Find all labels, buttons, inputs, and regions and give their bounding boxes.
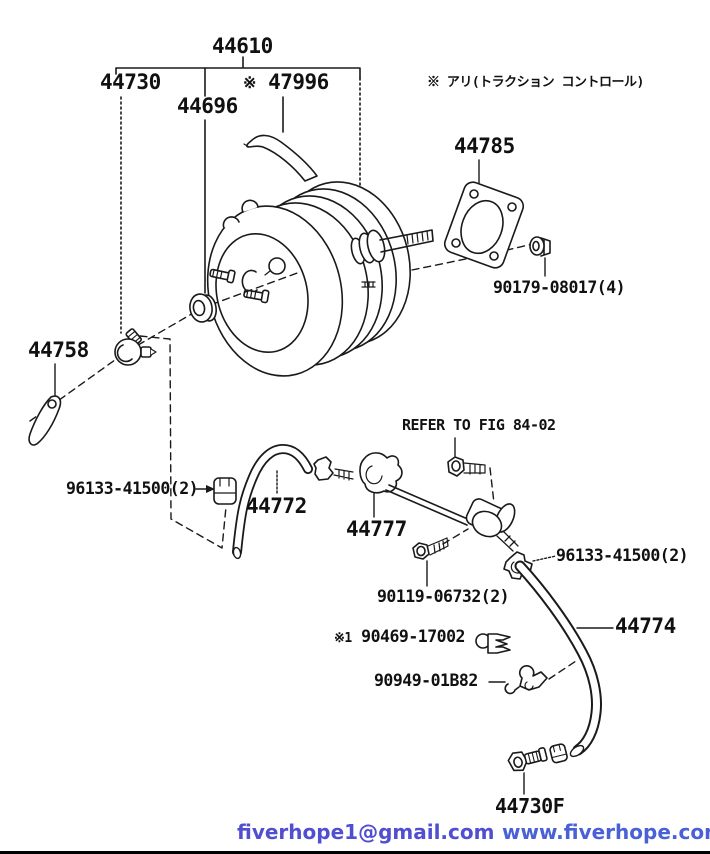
nut-drawing [529, 236, 551, 257]
part-label-90179: 90179-08017(4) [493, 278, 626, 297]
hose-44774-drawing [514, 560, 602, 758]
part-label-44758: 44758 [28, 338, 89, 362]
union-44730f-drawing [507, 743, 568, 772]
clip-96133-left-drawing [213, 477, 237, 505]
strap-drawing [243, 134, 318, 182]
bracket-44758-drawing [28, 395, 62, 446]
part-label-44772: 44772 [246, 494, 307, 518]
asterisk-mark: ※ [243, 73, 256, 92]
leader-lines [54, 159, 614, 795]
part-label-90119: 90119-06732(2) [377, 587, 510, 606]
booster-drawing [206, 181, 434, 377]
footer-email-link[interactable]: fiverhope1@gmail.com [237, 820, 495, 844]
part-label-90469: ※1 90469-17002 [334, 627, 465, 646]
traction-control-note: ※ アリ(トラクション コントロール) [427, 75, 644, 90]
part-label-44696: 44696 [177, 94, 238, 118]
part-label-44730: 44730 [100, 70, 161, 94]
bottom-border-line [0, 851, 710, 854]
clamp-90949-drawing [504, 665, 548, 695]
bolt-refer-drawing [447, 456, 486, 477]
part-label-90949: 90949-01B82 [374, 671, 478, 690]
grommet-drawing [189, 293, 217, 323]
clip-90469-drawing [475, 633, 511, 654]
part-label-44774: 44774 [615, 614, 676, 638]
asterisk1-mark: ※1 [334, 631, 352, 646]
part-label-96133-left: 96133-41500(2) [66, 479, 199, 498]
bolt-90119-drawing [412, 537, 449, 560]
hose-44772-drawing [232, 444, 313, 560]
footer-website-link[interactable]: www.fiverhope.com [502, 820, 710, 844]
clamp-44772-drawing [313, 456, 354, 481]
part-label-44610: 44610 [212, 34, 273, 58]
valve-drawing [465, 498, 519, 552]
gasket-drawing [443, 181, 525, 269]
part-label-96133-right: 96133-41500(2) [556, 546, 689, 565]
part-label-44730F: 44730F [495, 794, 565, 818]
part-label-44785: 44785 [454, 134, 515, 158]
elbow-union-drawing [114, 328, 157, 366]
refer-to-fig-note: REFER TO FIG 84-02 [402, 416, 556, 434]
part-label-47996: ※ 47996 [243, 70, 329, 94]
tube-44777-drawing [359, 452, 471, 526]
part-label-44777: 44777 [346, 517, 407, 541]
